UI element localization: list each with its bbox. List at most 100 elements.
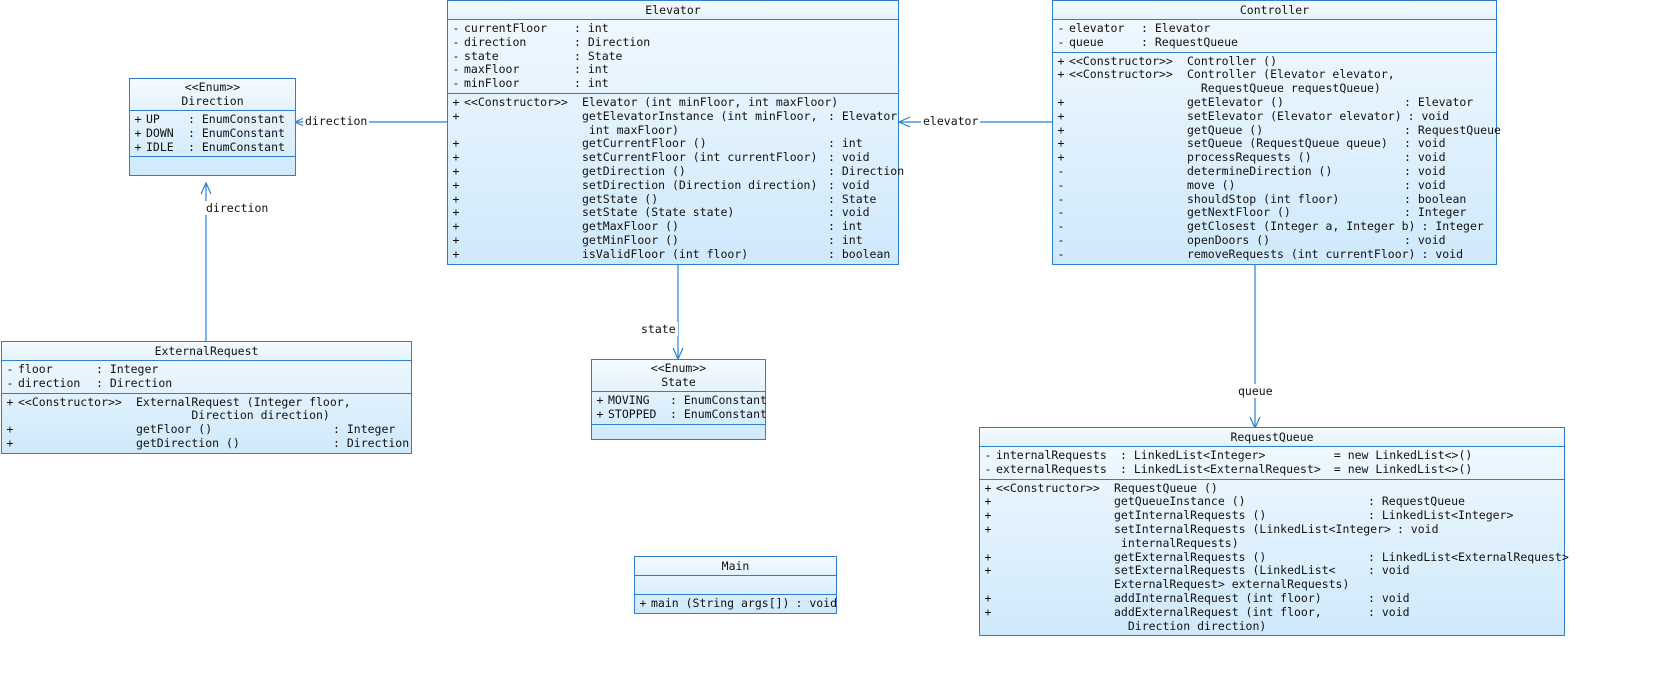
attribute-text: currentFloor: int (464, 21, 898, 36)
attribute-type-value: int (587, 21, 609, 35)
method-signature: getDirection () (582, 163, 686, 178)
class-box-state-enum[interactable]: <<Enum>> State +MOVING: EnumConstant +ST… (591, 359, 767, 440)
class-title-state: <<Enum>> State (592, 360, 765, 392)
method-row: -getNextFloor (): Integer (1053, 206, 1496, 220)
attribute-row: - maxFloor: int (448, 62, 898, 77)
method-return-type: : void (1404, 177, 1446, 192)
method-signature: getMaxFloor () (582, 219, 679, 234)
method-row: -shouldStop (int floor): boolean (1053, 192, 1496, 207)
method-signature: RequestQueue () (1114, 480, 1218, 495)
method-return-type: : void (828, 205, 870, 220)
method-signature: ExternalRequest (Integer floor, Directio… (136, 394, 351, 423)
enum-constant-type: EnumConstant (683, 406, 767, 421)
visibility: + (984, 549, 992, 564)
colon: : (96, 362, 110, 376)
methods-section-controller: +<<Constructor>>Controller () +<<Constru… (1053, 53, 1501, 264)
method-row: -getClosest (Integer a, Integer b): Inte… (1053, 219, 1496, 234)
class-box-main[interactable]: Main +main (String args[]): void (634, 556, 837, 614)
method-row: +<<Constructor>>Elevator (int minFloor, … (448, 95, 898, 110)
enum-constant-row: +DOWN: EnumConstant (130, 125, 295, 141)
class-title-main: Main (635, 557, 836, 576)
method-row: +<<Constructor>>Controller (Elevator ele… (1053, 68, 1496, 96)
method-row: +getDirection (): Direction (448, 163, 905, 179)
method-signature: move () (1187, 177, 1236, 192)
method-row: +setInternalRequests (LinkedList<Integer… (980, 522, 1564, 551)
class-box-direction-enum[interactable]: <<Enum>> Direction +UP: EnumConstant +DO… (129, 78, 296, 177)
method-row: +setState (State state): void (448, 206, 898, 220)
visibility: + (452, 136, 460, 151)
attribute-row: - elevator: Elevator (1053, 21, 1496, 36)
attributes-section-elevator: - currentFloor: int - direction: Directi… (448, 20, 898, 94)
methods-section-external-request: +<<Constructor>>ExternalRequest (Integer… (2, 394, 411, 453)
class-box-controller[interactable]: Controller - elevator: Elevator - queue:… (1052, 0, 1501, 265)
attribute-name: queue (1069, 34, 1104, 49)
method-row: +setExternalRequests (LinkedList< Extern… (980, 564, 1564, 592)
enum-constant-type: EnumConstant (201, 125, 285, 140)
method-return-type: : boolean (828, 246, 891, 261)
method-row: +<<Constructor>>Controller () (1053, 53, 1496, 69)
colon: : (1141, 21, 1155, 35)
enum-constant-text: STOPPED: EnumConstant (608, 406, 767, 422)
class-box-request-queue[interactable]: RequestQueue -internalRequests: LinkedLi… (979, 427, 1569, 637)
attribute-initializer: = new LinkedList<>() (1333, 448, 1473, 462)
colon: : (574, 76, 588, 91)
attribute-type-value: LinkedList<ExternalRequest> (1133, 461, 1321, 476)
class-box-elevator[interactable]: Elevator - currentFloor: int - direction… (447, 0, 905, 265)
visibility: - (984, 461, 992, 476)
enum-constant-name: STOPPED (608, 406, 657, 421)
visibility: + (984, 494, 992, 509)
visibility: + (6, 394, 14, 409)
visibility: - (452, 76, 460, 91)
enum-constant-type: EnumConstant (683, 393, 767, 407)
attribute-name: direction (18, 375, 81, 390)
method-signature: getClosest (Integer a, Integer b) (1187, 219, 1416, 234)
method-signature: addInternalRequest (int floor) (1114, 590, 1322, 605)
enum-constant-text: UP: EnumConstant (146, 112, 295, 127)
class-box-external-request[interactable]: ExternalRequest -floor: Integer -directi… (1, 341, 412, 454)
method-row: +addInternalRequest (int floor): void (980, 590, 1564, 606)
enum-name-direction: Direction (181, 94, 244, 108)
attributes-section-external-request: -floor: Integer -direction: Direction (2, 361, 411, 394)
attribute-row: - direction: Direction (448, 34, 898, 50)
method-row: +getQueueInstance (): RequestQueue (980, 495, 1564, 509)
attribute-name: elevator (1069, 21, 1125, 35)
method-row: -openDoors (): void (1053, 232, 1496, 248)
enum-constant-text: MOVING: EnumConstant (608, 393, 767, 408)
method-signature: setDirection (Direction direction) (582, 177, 818, 192)
method-signature: Controller (Elevator elevator, RequestQu… (1187, 67, 1395, 96)
method-row: +getElevatorInstance (int minFloor, int … (448, 109, 898, 138)
method-signature: getNextFloor () (1187, 205, 1291, 220)
attribute-text: queue: RequestQueue (1069, 34, 1496, 50)
attribute-type-value: Direction (587, 34, 651, 49)
attribute-row: - minFloor: int (448, 76, 898, 91)
visibility: - (452, 48, 460, 63)
attribute-name: minFloor (464, 76, 520, 91)
method-return-type: : Integer (333, 422, 396, 437)
attribute-name: direction (464, 34, 527, 49)
method-signature: isValidFloor (int floor) (582, 246, 749, 261)
visibility: - (452, 62, 460, 77)
visibility: - (1057, 219, 1065, 234)
attribute-row: - state: State (448, 48, 898, 64)
visibility: + (1057, 108, 1065, 123)
attribute-name: externalRequests (996, 461, 1107, 476)
visibility: + (6, 422, 14, 437)
enum-constant-row: +UP: EnumConstant (130, 112, 295, 127)
visibility: - (6, 375, 14, 390)
edge-label-queue: queue (1236, 384, 1275, 398)
methods-section-main: +main (String args[]): void (635, 595, 838, 613)
method-return-type: : void (1368, 563, 1410, 578)
methods-section-direction (130, 157, 295, 175)
method-row: +getMaxFloor (): int (448, 219, 898, 234)
visibility: + (984, 480, 992, 495)
method-signature: Controller () (1187, 53, 1278, 68)
method-signature: openDoors () (1187, 232, 1271, 247)
method-return-type: : RequestQueue (1368, 494, 1465, 509)
attribute-text: floor: Integer (18, 362, 411, 377)
enum-constant-name: MOVING (608, 393, 650, 407)
visibility: - (1057, 163, 1065, 178)
edge-label-state: state (639, 322, 678, 336)
methods-section-request-queue: +<<Constructor>>RequestQueue () +getQueu… (980, 480, 1569, 636)
attribute-type-value: Direction (109, 375, 173, 390)
visibility: + (452, 150, 460, 165)
